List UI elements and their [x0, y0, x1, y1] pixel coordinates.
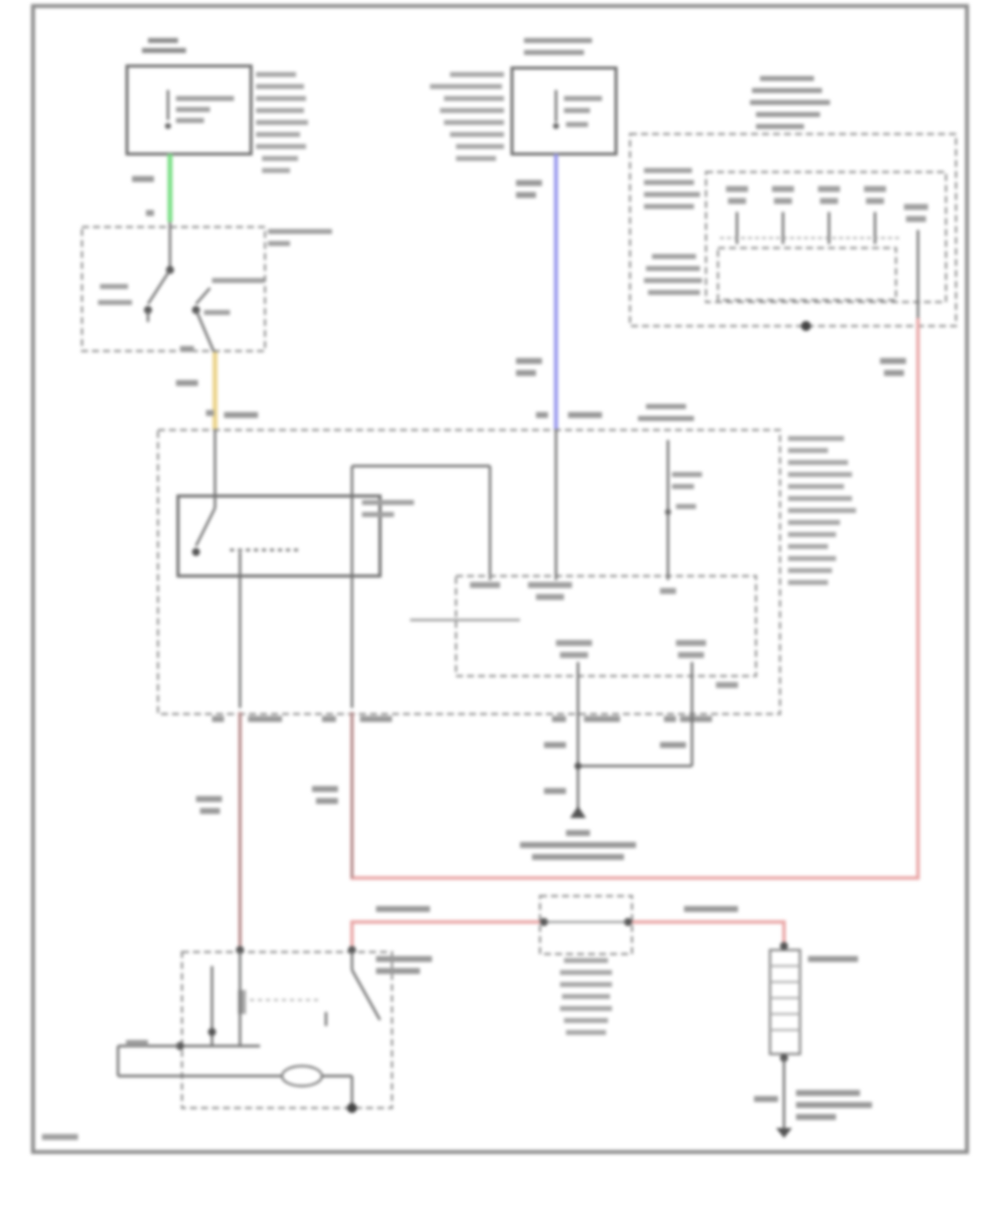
fuse-block-left [125, 38, 308, 173]
wire-red-battery [350, 920, 540, 946]
ignition-switch [81, 222, 332, 353]
fuse-block-center [430, 38, 618, 161]
ground-junction [520, 708, 694, 860]
fusible-link [539, 895, 633, 1035]
ipdm-block [157, 404, 856, 715]
starter-motor [116, 946, 432, 1113]
figure-id [42, 1134, 78, 1140]
diagram-frame [31, 4, 969, 1154]
wire-red-right [350, 318, 920, 880]
battery [754, 942, 872, 1138]
control-module-top-right [629, 76, 957, 376]
